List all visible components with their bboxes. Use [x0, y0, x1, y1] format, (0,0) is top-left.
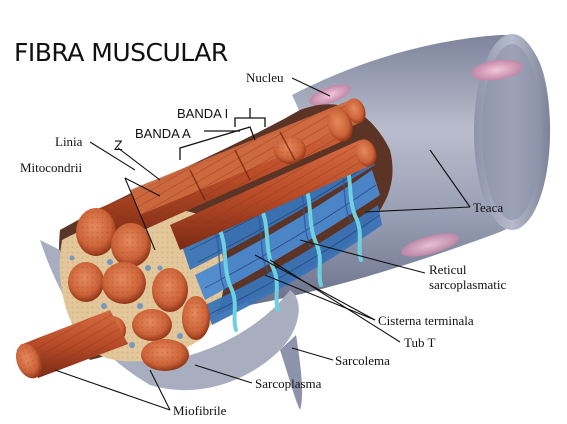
- label-mitocondrii: Mitocondrii: [20, 160, 83, 175]
- label-reticul-line2: sarcoplasmatic: [429, 277, 507, 292]
- label-banda-a: BANDA A: [135, 126, 191, 141]
- label-nucleu: Nucleu: [246, 70, 284, 85]
- nucleus-shape: [471, 59, 523, 81]
- diagram-title: FIBRA MUSCULAR: [14, 38, 228, 67]
- label-z: Z: [114, 137, 123, 153]
- label-miofibrile: Miofibrile: [173, 403, 227, 418]
- label-linia: Linia: [55, 134, 83, 149]
- protruding-myofibril: [15, 310, 128, 379]
- label-teaca: Teaca: [473, 200, 504, 215]
- band-brackets: [179, 108, 266, 160]
- label-reticul-line1: Reticul: [429, 262, 467, 277]
- leader-lines: [54, 77, 471, 411]
- myofibril-cross-sections: [68, 208, 210, 371]
- label-cisterna-terminala: Cisterna terminala: [378, 313, 474, 328]
- sarcolemma-fold: [40, 240, 299, 391]
- label-sarcolema: Sarcolema: [335, 353, 390, 368]
- upper-myofibrils: [95, 98, 377, 250]
- label-sarcoplasma: Sarcoplasma: [255, 376, 322, 391]
- label-banda-i: BANDA I: [177, 106, 229, 121]
- label-tub-t: Tub T: [404, 335, 436, 350]
